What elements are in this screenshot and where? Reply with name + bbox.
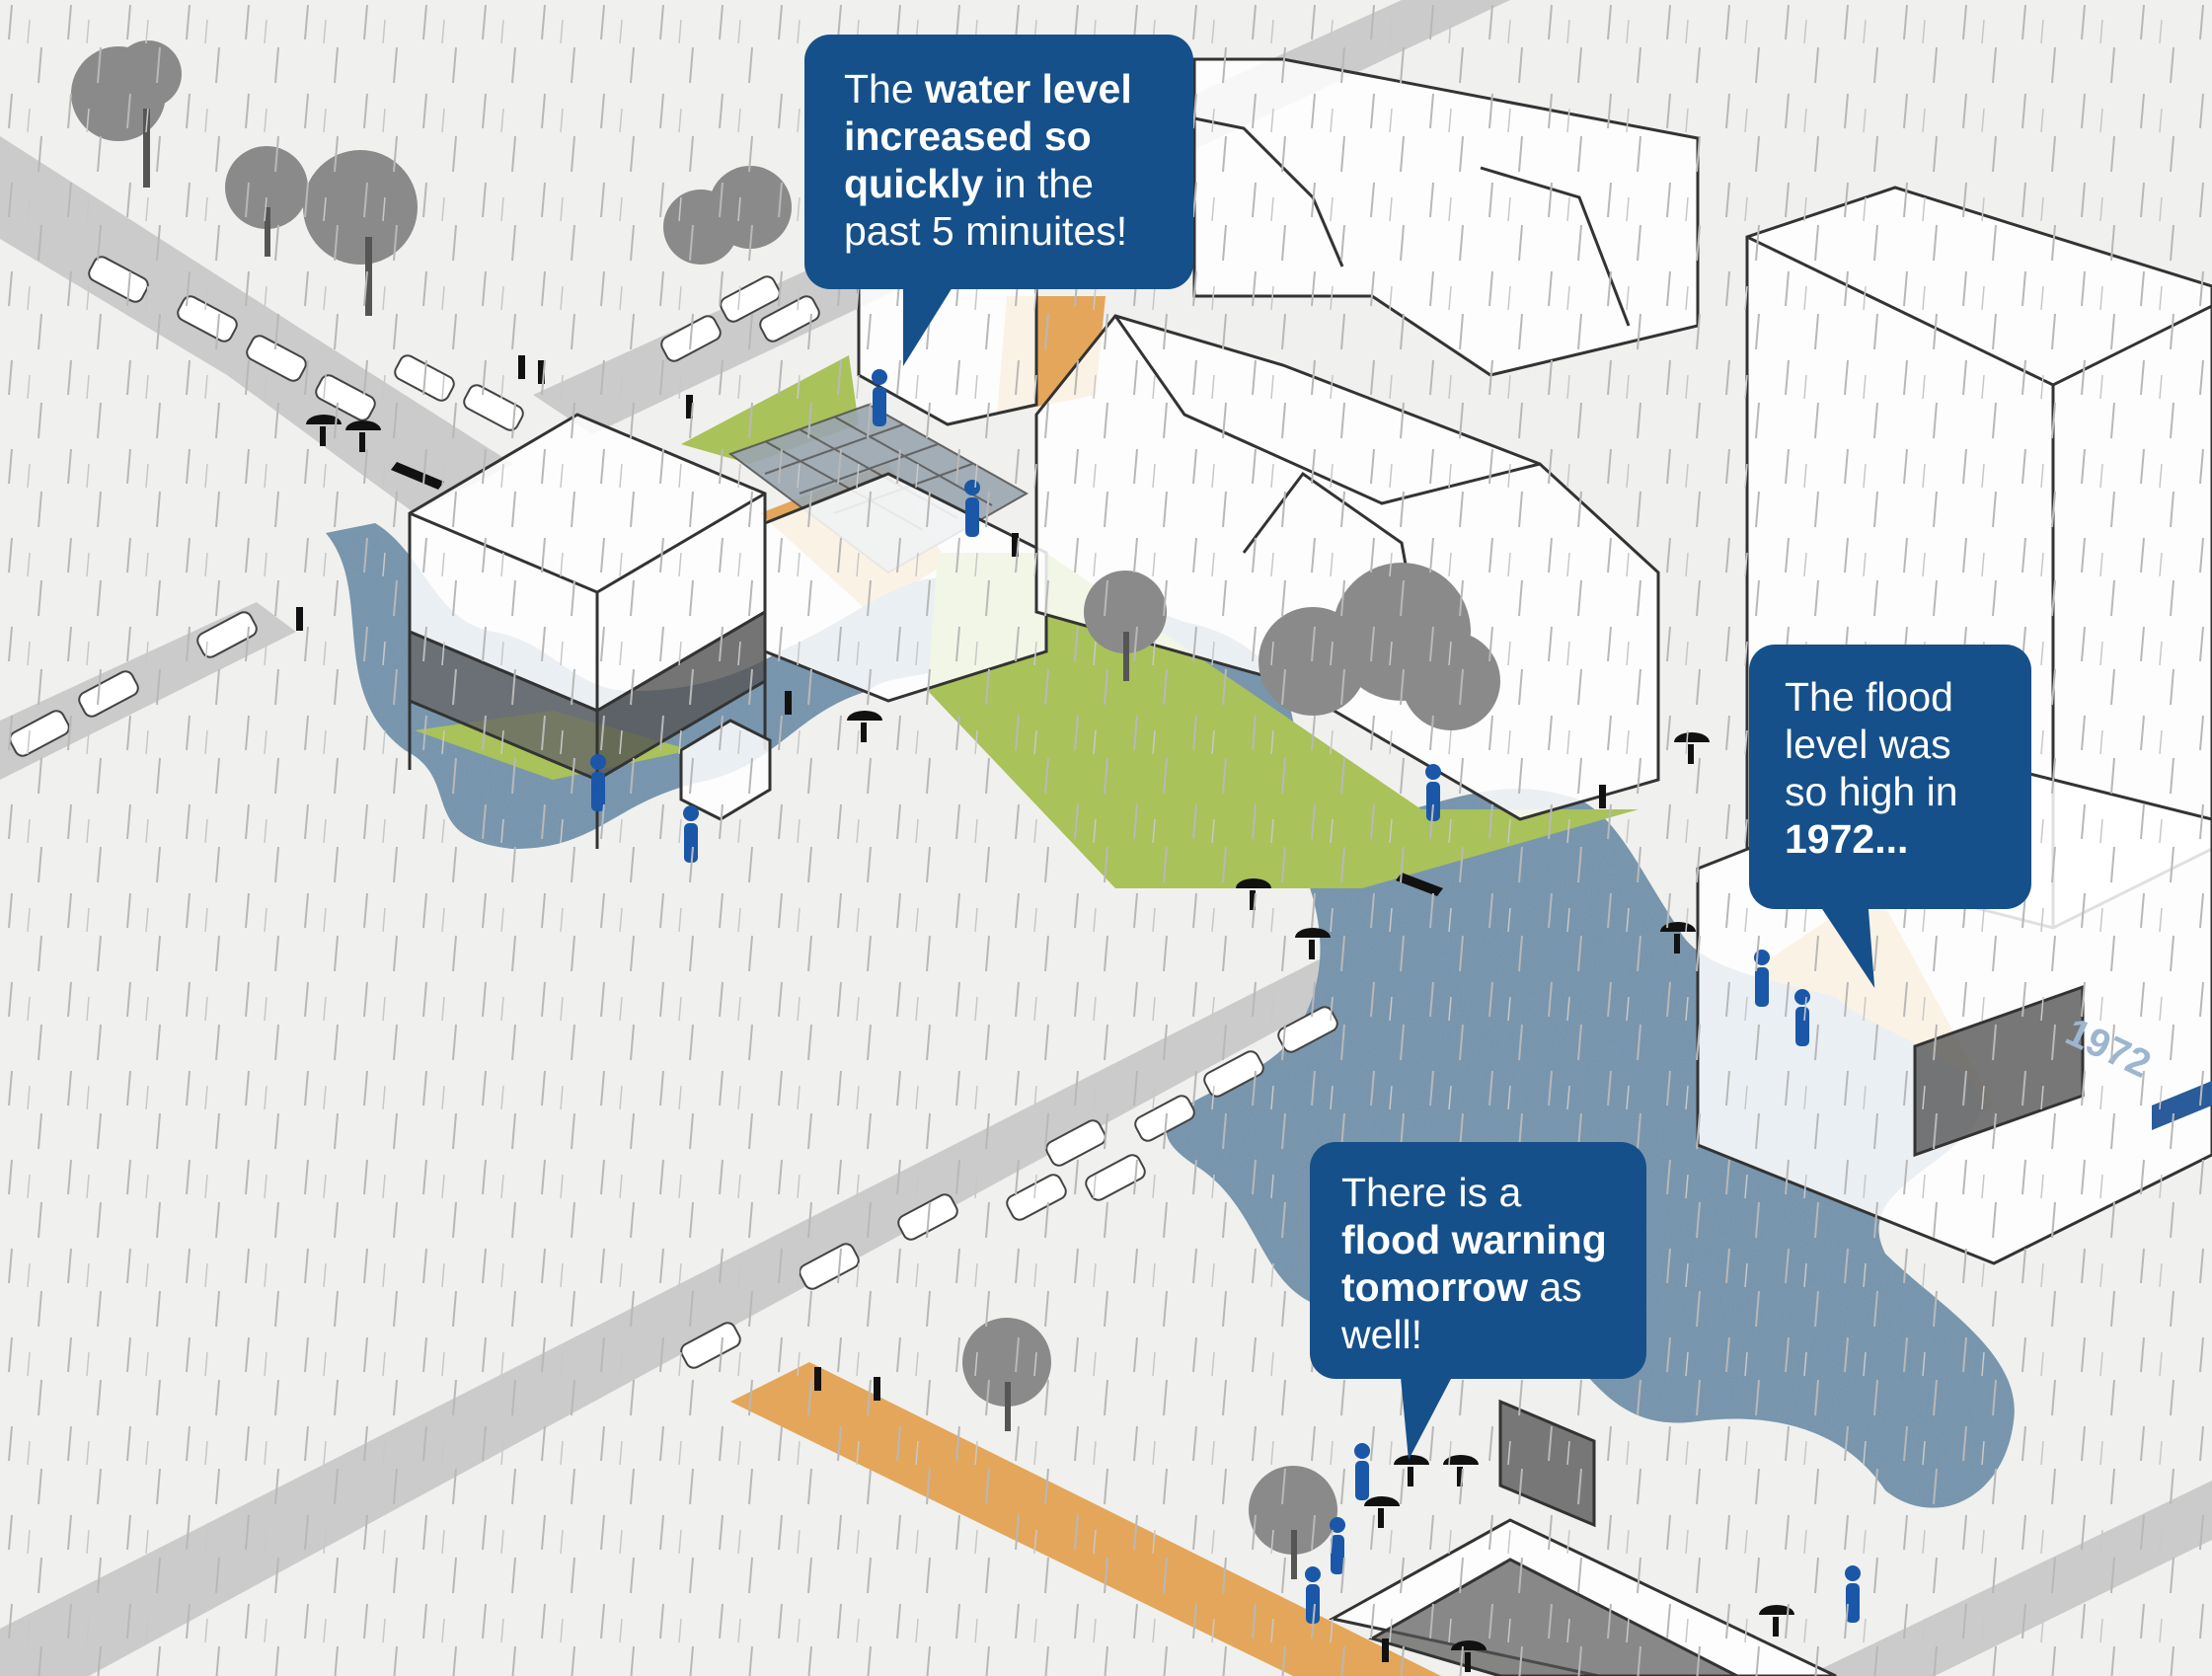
bubble-bold-text: 1972... (1785, 815, 1909, 862)
bubble-text: in the past 5 minuites! (844, 160, 1128, 254)
bubble-bold-text: water level increased so quickly (844, 66, 1132, 206)
bubble-bold-text: flood warning tomorrow (1341, 1216, 1607, 1310)
bubble-text: There is a (1341, 1170, 1522, 1215)
bubble-tail (903, 287, 953, 366)
speech-bubble-flood-warning: There is a flood warning tomorrow as wel… (1310, 1142, 1646, 1460)
bubble-text: The (844, 66, 926, 112)
speech-bubble-flood-1972: The flood level was so high in 1972... (1749, 645, 2031, 988)
speech-bubble-water-level: The water level increased so quickly in … (804, 35, 1193, 366)
bubble-text: as well! (1341, 1263, 1582, 1357)
bubble-tail (1401, 1377, 1452, 1460)
bubble-text: The flood level was so high in (1785, 674, 1958, 814)
